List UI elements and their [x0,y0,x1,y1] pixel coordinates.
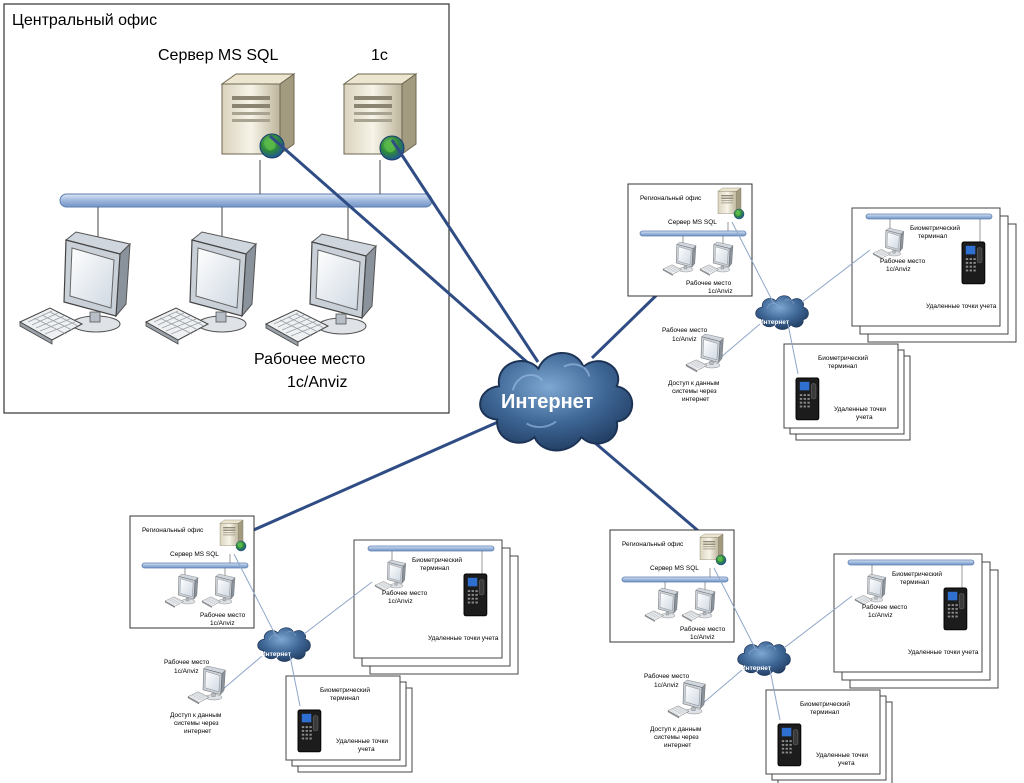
regional-title: Региональный офис [622,540,684,548]
regional-workplace-label: 1с/Anviz [708,288,733,295]
access-label: Доступ к данным [170,712,222,719]
remote-points-label: Удаленные точки учета [428,635,499,642]
remote-wp-label: Рабочее место [880,257,926,265]
remote-wp-label: 1с/Anviz [868,612,893,619]
regional-workplace-label: Рабочее место [680,625,726,633]
regional-sql-label: Сервер MS SQL [170,551,219,558]
regional-workplace-label: 1с/Anviz [210,620,235,627]
regional-sql-label: Сервер MS SQL [650,565,699,572]
regional-workplace-label: Рабочее место [686,279,732,287]
1c-server-globe-icon [379,135,405,161]
regional-title: Региональный офис [142,526,204,534]
central-workplace-label: Рабочее место [254,351,365,368]
bio-label: Биометрический [320,686,370,694]
bio-label: терминал [828,363,857,370]
remote-wp-label: Рабочее место [862,603,908,611]
remote-workplace-label: 1с/Anviz [654,682,679,689]
remote-wp-label: Рабочее место [382,589,428,597]
regional-office-sw: Региональный офис Сервер MS SQL Рабочее … [130,516,518,772]
internet-small-label: Интернет [759,319,789,326]
regional-office-se: Региональный офис Сервер MS SQL Рабочее … [610,530,998,783]
regional-title: Региональный офис [640,194,702,202]
remote-bio-label: Биометрический [892,570,942,578]
remote-workplace-label: Рабочее место [164,658,210,666]
remote-bio-label: терминал [900,579,929,586]
1c-server-icon [343,73,417,155]
points-label: учета [838,760,855,767]
access-label: интернет [682,396,709,403]
access-label: системы через [672,388,717,395]
access-label: системы через [174,720,219,727]
central-lan-bus [59,193,433,208]
1c-server-label: 1с [371,47,388,64]
regional-workplace-label: Рабочее место [200,611,246,619]
central-office-box [3,3,450,414]
points-label: Удаленные точки [336,738,388,745]
remote-points-label: Удаленные точки учета [908,649,979,656]
bio-label: Биометрический [818,354,868,362]
internet-small-label: Интернет [261,651,291,658]
remote-wp-label: 1с/Anviz [388,598,413,605]
points-label: учета [358,746,375,753]
access-label: интернет [184,728,211,735]
bio-label: Биометрический [800,700,850,708]
points-label: учета [856,414,873,421]
remote-bio-label: Биометрический [910,224,960,232]
link-1c-internet [390,139,540,363]
remote-points-label: Удаленные точки учета [926,303,997,310]
internet-label: Интернет [501,391,594,413]
points-label: Удаленные точки [834,406,886,413]
link-sql-internet [269,134,537,372]
access-label: интернет [664,742,691,749]
link-internet-regional-se [593,440,717,548]
central-office-title: Центральный офис [12,12,157,29]
access-label: Доступ к данным [668,380,720,387]
remote-workplace-label: 1с/Anviz [672,336,697,343]
remote-workplace-label: Рабочее место [662,326,708,334]
central-workplace-label: 1с/Anviz [287,374,347,391]
remote-bio-label: терминал [420,565,449,572]
remote-bio-label: терминал [918,233,947,240]
points-label: Удаленные точки [816,752,868,759]
regional-workplace-label: 1с/Anviz [690,634,715,641]
regional-office-ne: Региональный офис Сервер MS SQL Рабочее … [628,184,1016,440]
regional-sql-label: Сервер MS SQL [668,219,717,226]
internet-small-label: Интернет [741,665,771,672]
sql-server-label: Сервер MS SQL [158,47,278,64]
access-label: Доступ к данным [650,726,702,733]
remote-workplace-label: Рабочее место [644,672,690,680]
access-label: системы через [654,734,699,741]
link-internet-regional-sw [239,420,499,538]
remote-workplace-label: 1с/Anviz [174,668,199,675]
remote-wp-label: 1с/Anviz [886,266,911,273]
bio-label: терминал [810,709,839,716]
remote-bio-label: Биометрический [412,556,462,564]
bio-label: терминал [330,695,359,702]
